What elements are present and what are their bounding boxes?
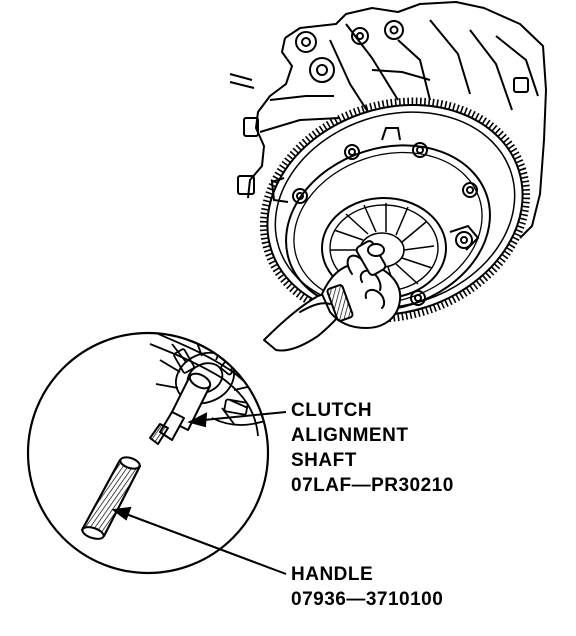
- handle-leader-line: [125, 513, 287, 575]
- callout-shaft-part-number: 07LAF—PR30210: [291, 475, 454, 496]
- callout-handle-line1: HANDLE: [291, 564, 374, 585]
- callout-shaft-line3: SHAFT: [291, 450, 357, 471]
- handle: [81, 456, 141, 540]
- alignment-shaft: [149, 372, 212, 445]
- handle-leader-arrow: [111, 506, 132, 521]
- handle-callout: HANDLE 07936—3710100: [291, 562, 443, 612]
- leader-lines: [111, 411, 287, 575]
- callout-shaft-line1: CLUTCH: [291, 400, 373, 421]
- pressure-plate: [270, 127, 491, 312]
- engine-block: [229, 1, 547, 239]
- callout-shaft-line2: ALIGNMENT: [291, 425, 409, 446]
- alignment-shaft-callout: CLUTCH ALIGNMENT SHAFT 07LAF—PR30210: [291, 398, 454, 498]
- detail-view: [26, 331, 270, 575]
- callout-handle-part-number: 07936—3710100: [291, 589, 444, 610]
- shaft-leader-arrow: [187, 412, 208, 428]
- hand-with-tool: [263, 240, 402, 352]
- shaft-leader-line: [203, 411, 287, 421]
